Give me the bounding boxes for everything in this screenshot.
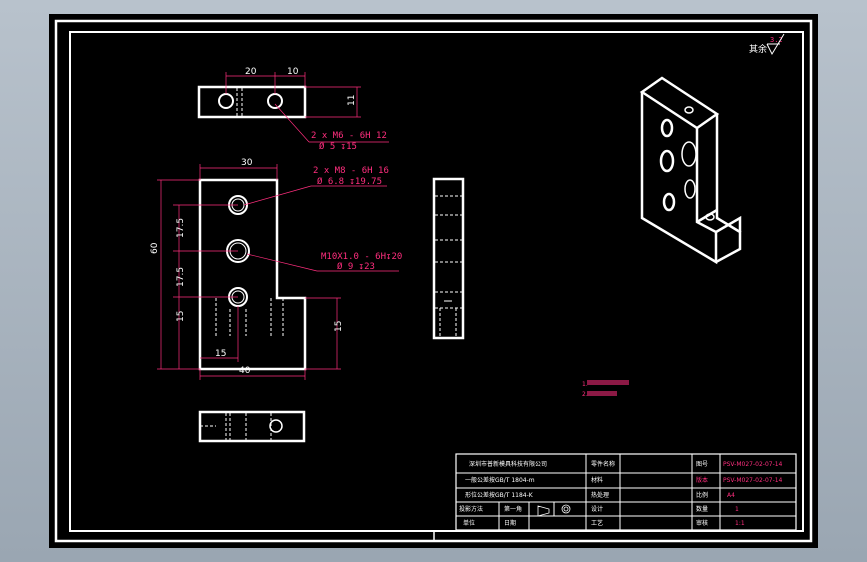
callout-m10: M10X1.0 - 6H↧20 Ø 9 ↧23	[246, 252, 402, 272]
tb-checker-label: 审核	[696, 519, 708, 527]
tb-treatment-label: 热处理	[591, 491, 609, 499]
top-view-outline	[197, 85, 307, 119]
roughness-symbol: 其余 3.2	[749, 33, 785, 56]
dim-front-60: 60	[150, 242, 160, 254]
tb-quantity-label: 数量	[696, 505, 708, 513]
top-hole-right	[267, 93, 283, 109]
tb-scale-value: 1:1	[735, 520, 745, 527]
tb-designer-label: 设计	[591, 505, 603, 513]
title-block: 深圳市普新模具科技有限公司 一般公差按GB/T 1804-m 形位公差按GB/T…	[455, 453, 797, 531]
side-view	[432, 177, 465, 340]
tb-part-name-label: 零件名称	[591, 460, 615, 468]
technical-notes: 1. 2.	[582, 380, 629, 398]
tb-projection: 投影方法	[459, 505, 483, 513]
dim-front-15-left: 15	[176, 311, 186, 322]
callout-m6: 2 x M6 - 6H 12 Ø 5 ↧15	[274, 103, 389, 152]
bottom-view	[198, 410, 306, 443]
m8-thread-text: 2 x M8 - 6H 16	[313, 166, 389, 176]
note-line-2: 2.	[582, 391, 588, 398]
tb-quantity-value: 1	[735, 506, 739, 513]
front-view: 30 60 17.5 17.5 15 15 15 40	[150, 158, 344, 380]
m6-thread-text: 2 x M6 - 6H 12	[311, 131, 387, 141]
dim-front-30: 30	[241, 158, 253, 168]
m10-drill-text: Ø 9 ↧23	[337, 261, 375, 272]
tb-unit: 单位	[463, 519, 475, 527]
tb-material-label: 材料	[591, 476, 603, 484]
note-line-1: 1.	[582, 381, 588, 388]
tb-scale-label: 比例	[696, 491, 708, 499]
drawing-canvas: 其余 3.2 20 10 11 2 x M6 - 6H 12 Ø 5 ↧15	[54, 19, 813, 543]
isometric-view	[639, 76, 742, 265]
dim-top-11: 11	[347, 95, 357, 106]
projection-symbol	[537, 504, 571, 517]
tb-drawing-no-value: PSV-M027-02-07-14	[723, 461, 783, 468]
tb-extra-1: 版本	[696, 476, 708, 484]
tb-geometric-std: 形位公差按GB/T 1184-K	[465, 491, 534, 499]
front-view-outline	[198, 178, 307, 371]
m6-drill-text: Ø 5 ↧15	[319, 141, 357, 152]
cad-viewport[interactable]: 其余 3.2 20 10 11 2 x M6 - 6H 12 Ø 5 ↧15	[49, 14, 818, 548]
tb-drawing-no-code: PSV-M027-02-07-14	[723, 477, 783, 484]
dim-front-17-5-a: 17.5	[176, 218, 186, 238]
tb-company: 深圳市普新模具科技有限公司	[469, 460, 547, 468]
m8-drill-text: Ø 6.8 ↧19.75	[317, 176, 382, 187]
roughness-label: 其余	[749, 43, 767, 55]
roughness-value: 3.2	[770, 36, 783, 44]
dim-front-15-bottom: 15	[215, 349, 226, 359]
m10-thread-text: M10X1.0 - 6H↧20	[321, 252, 402, 262]
dim-top-20: 20	[245, 67, 257, 77]
tb-tolerance-std: 一般公差按GB/T 1804-m	[465, 476, 535, 484]
dim-front-15-right: 15	[334, 321, 344, 332]
dim-front-17-5-b: 17.5	[176, 267, 186, 287]
tb-sheet-value: A4	[727, 492, 735, 499]
top-view: 20 10 11	[197, 67, 361, 119]
tb-process-label: 工艺	[591, 519, 603, 527]
tb-view: 第一角	[504, 505, 522, 513]
callout-m8: 2 x M8 - 6H 16 Ø 6.8 ↧19.75	[243, 166, 389, 206]
inner-frame	[69, 31, 804, 532]
dim-top-10: 10	[287, 67, 299, 77]
tb-drawing-no-label: 图号	[696, 461, 708, 468]
top-hole-left	[218, 93, 234, 109]
dim-front-40: 40	[239, 366, 251, 376]
tb-date: 日期	[504, 519, 516, 527]
